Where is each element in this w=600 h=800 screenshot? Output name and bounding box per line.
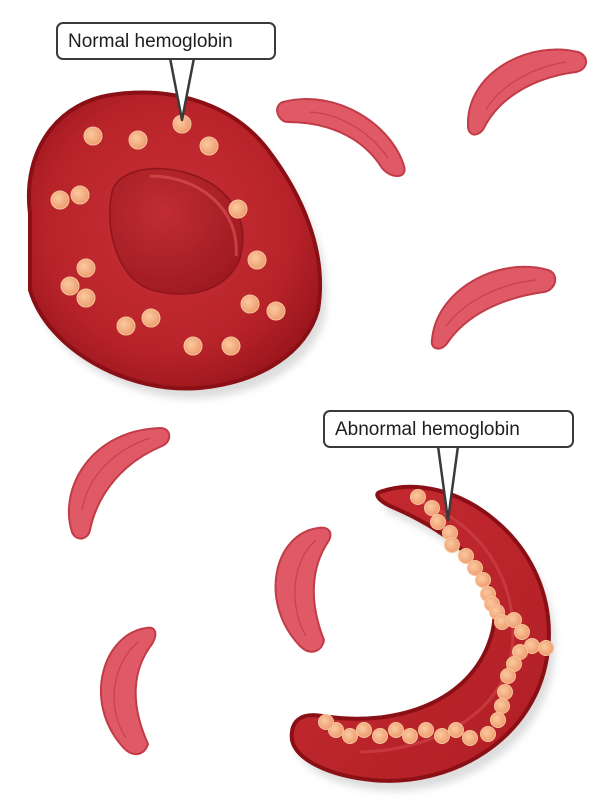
hemoglobin-dot [538, 640, 554, 656]
hemoglobin-dot [418, 722, 434, 738]
cell-central-pallor [109, 167, 244, 295]
abnormal-hemoglobin-dots [318, 489, 554, 746]
hemoglobin-dot [70, 185, 90, 205]
normal-hemoglobin-dots [50, 114, 286, 356]
hemoglobin-dot [318, 714, 334, 730]
hemoglobin-dot [475, 572, 491, 588]
normal-red-blood-cell [26, 90, 327, 399]
hemoglobin-dot [356, 722, 372, 738]
hemoglobin-dot [240, 294, 260, 314]
sickle-cell-small-5 [274, 526, 332, 653]
normal-callout-pointer [168, 57, 196, 122]
hemoglobin-dot [342, 728, 358, 744]
sickle-cell-small-1 [276, 98, 406, 177]
hemoglobin-dot [514, 624, 530, 640]
hemoglobin-dot [480, 726, 496, 742]
hemoglobin-dot [141, 308, 161, 328]
hemoglobin-dot [410, 489, 426, 505]
sickle-cell-small-3 [430, 265, 557, 350]
hemoglobin-dot [116, 316, 136, 336]
hemoglobin-dot [183, 336, 203, 356]
hemoglobin-dot [467, 560, 483, 576]
hemoglobin-dot [228, 199, 248, 219]
hemoglobin-dot [430, 514, 446, 530]
hemoglobin-dot [266, 301, 286, 321]
hemoglobin-dot [221, 336, 241, 356]
hemoglobin-dot [424, 500, 440, 516]
hemoglobin-dot [76, 288, 96, 308]
hemoglobin-dot [50, 190, 70, 210]
hemoglobin-dot [128, 130, 148, 150]
hemoglobin-dot [83, 126, 103, 146]
sickle-cell-small-2 [466, 48, 587, 136]
hemoglobin-dot [494, 698, 510, 714]
abnormal-hemoglobin-label: Abnormal hemoglobin [323, 410, 574, 448]
abnormal-callout-pointer [436, 445, 460, 522]
hemoglobin-dot [506, 612, 522, 628]
hemoglobin-dot [444, 537, 460, 553]
hemoglobin-dot [372, 728, 388, 744]
hemoglobin-dot [402, 728, 418, 744]
hemoglobin-dot [497, 684, 513, 700]
hemoglobin-dot [60, 276, 80, 296]
sickle-cell-small-6 [99, 626, 157, 755]
hemoglobin-dot [462, 730, 478, 746]
hemoglobin-dot [500, 668, 516, 684]
sickle-red-blood-cell [289, 484, 555, 791]
normal-hemoglobin-label: Normal hemoglobin [56, 22, 276, 60]
hemoglobin-dot [247, 250, 267, 270]
hemoglobin-dot [458, 548, 474, 564]
hemoglobin-dot [490, 712, 506, 728]
hemoglobin-dot [388, 722, 404, 738]
sickle-cell-small-4 [67, 426, 171, 540]
hemoglobin-dot [448, 722, 464, 738]
hemoglobin-dot [76, 258, 96, 278]
hemoglobin-dot [199, 136, 219, 156]
hemoglobin-dot [434, 728, 450, 744]
